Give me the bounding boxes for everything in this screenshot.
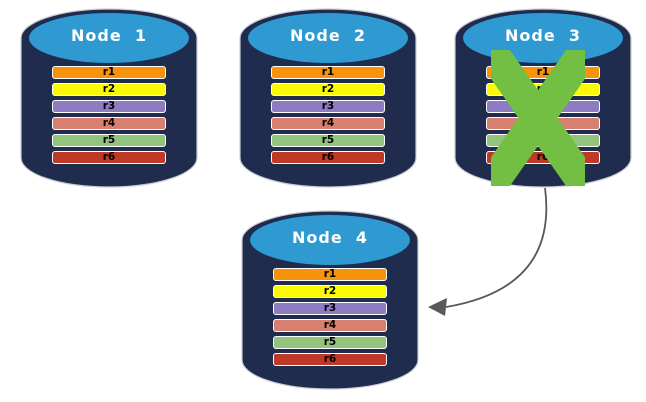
cylinder-top [248,13,408,63]
node-3: Node 3 r1 r2 r3 r4 r5 r6 [454,8,632,188]
cylinder-top [250,215,410,265]
node-4-title: Node 4 [292,228,368,247]
replica-row-r2: r2 [273,285,387,298]
arrow-curve [445,187,548,308]
replica-row-r1: r1 [52,66,166,79]
cylinder-top [29,13,189,63]
arrowhead-icon [428,298,447,316]
node-3-title: Node 3 [505,26,581,45]
node-1-title: Node 1 [71,26,147,45]
replica-row-r2: r2 [271,83,385,96]
replica-row-r3: r3 [52,100,166,113]
replica-row-r5: r5 [52,134,166,147]
node-2-replica-list: r1 r2 r3 r4 r5 r6 [271,66,385,168]
replica-row-r3: r3 [271,100,385,113]
replica-row-r4: r4 [273,319,387,332]
replica-row-r5: r5 [273,336,387,349]
node-4-replica-list: r1 r2 r3 r4 r5 r6 [273,268,387,370]
node-2: Node 2 r1 r2 r3 r4 r5 r6 [239,8,417,188]
replica-row-r5: r5 [271,134,385,147]
replica-row-r1: r1 [273,268,387,281]
node-1: Node 1 r1 r2 r3 r4 r5 r6 [20,8,198,188]
replica-row-r4: r4 [52,117,166,130]
replication-arrow [428,187,548,316]
replica-row-r3: r3 [273,302,387,315]
node-4: Node 4 r1 r2 r3 r4 r5 r6 [241,210,419,390]
replica-row-r4: r4 [271,117,385,130]
replica-row-r6: r6 [271,151,385,164]
replica-row-r1: r1 [271,66,385,79]
node-2-title: Node 2 [290,26,366,45]
replica-row-r2: r2 [52,83,166,96]
node-1-replica-list: r1 r2 r3 r4 r5 r6 [52,66,166,168]
failure-x-icon [491,50,585,186]
replica-row-r6: r6 [273,353,387,366]
replica-row-r6: r6 [52,151,166,164]
